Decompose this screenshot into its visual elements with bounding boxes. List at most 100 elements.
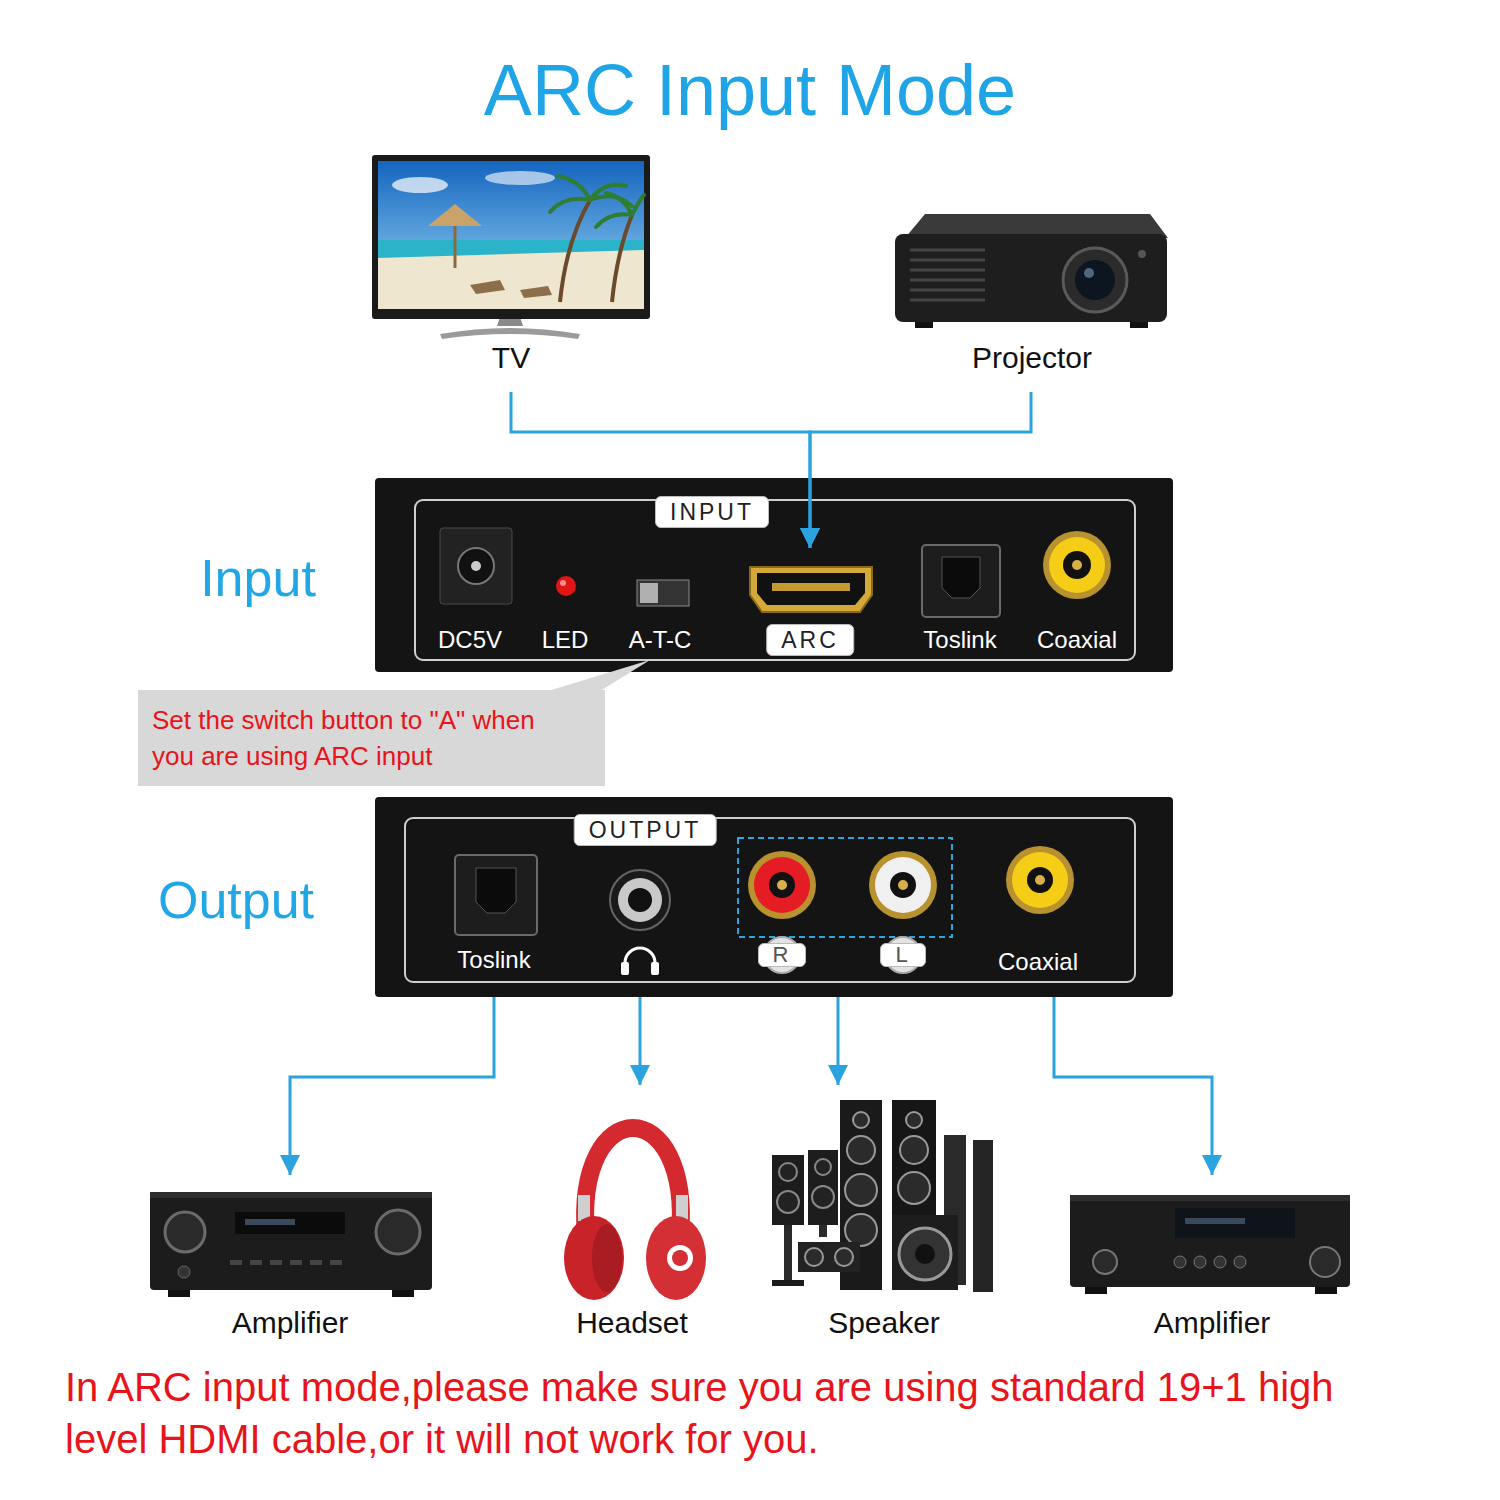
input-panel-body (750, 567, 872, 612)
tv-picture (440, 328, 580, 339)
speaker-picture (845, 1174, 877, 1206)
output-panel-body (1006, 846, 1074, 914)
output-panel-body (898, 880, 908, 890)
input-panel-body (1043, 531, 1111, 599)
node-label: Set the switch button to "A" when you ar… (152, 702, 565, 774)
input-panel-body (637, 580, 689, 606)
tv-picture (596, 214, 632, 227)
input-panel-body (440, 528, 512, 604)
signal-arrow (1054, 997, 1212, 1175)
speaker-picture (798, 1242, 860, 1272)
port-label: Coaxial (998, 948, 1078, 977)
switch-label: A-T-C (629, 626, 692, 655)
amplifier-picture (168, 1290, 190, 1297)
speaker-device: Speaker (765, 1085, 1005, 1345)
input-panel-body (922, 545, 1000, 617)
input-panel-body (772, 583, 850, 591)
projector-picture (895, 234, 1167, 322)
panel-tab: OUTPUT (574, 814, 717, 846)
port-label: LED (542, 626, 589, 655)
amplifier-picture (1070, 1195, 1350, 1294)
output-panel-body (476, 868, 516, 913)
node-label: TV (492, 340, 530, 376)
speaker-picture (772, 1280, 804, 1286)
tv-picture (632, 195, 644, 215)
input-panel-body (458, 548, 494, 584)
speaker-picture (847, 1136, 875, 1164)
amplifier-picture (1070, 1195, 1350, 1287)
tv-picture (520, 286, 552, 298)
tv-picture (550, 199, 590, 212)
speaker-picture (898, 1172, 930, 1204)
projector-device: Projector (890, 210, 1172, 392)
node-label: Amplifier (1154, 1305, 1271, 1341)
headset-picture (672, 1250, 688, 1266)
projector-picture (1084, 268, 1094, 278)
output-panel-body (610, 870, 670, 930)
speaker-picture (906, 1112, 922, 1128)
node-label: ARC (766, 624, 854, 656)
input-panel-body (1049, 537, 1105, 593)
output-panel-body (1035, 875, 1045, 885)
signal-arrow (290, 997, 494, 1175)
amplifier-picture (1315, 1287, 1337, 1294)
output-panel-body (890, 872, 916, 898)
output-panel-body (651, 962, 659, 975)
input-panel-body (415, 500, 1135, 660)
amplifier-picture (1070, 1195, 1350, 1201)
projector-picture (910, 279, 985, 282)
signal-arrow (511, 392, 810, 548)
output-panel-body (777, 880, 787, 890)
amplifier-picture (376, 1210, 420, 1254)
amplifier-picture (250, 1260, 262, 1265)
projector-picture (1138, 250, 1146, 258)
amplifier-picture (178, 1266, 190, 1278)
speaker-picture (899, 1228, 951, 1280)
projector-picture (910, 299, 985, 302)
tv-picture (558, 176, 590, 200)
projector-picture (1075, 260, 1115, 300)
speaker-picture (812, 1186, 834, 1208)
projector-picture (910, 269, 985, 272)
headset-picture (564, 1128, 706, 1300)
tv-picture (378, 250, 644, 309)
headset-picture (564, 1216, 624, 1300)
channel-badge: R (763, 936, 801, 974)
amplifier-picture (270, 1260, 282, 1265)
panel-tab: INPUT (655, 496, 769, 528)
port-label: Toslink (923, 626, 996, 655)
speaker-picture (772, 1100, 993, 1292)
input-panel-body (1063, 551, 1091, 579)
output-panel-body (455, 855, 537, 935)
amplifier-picture (230, 1260, 242, 1265)
speaker-picture (900, 1136, 928, 1164)
output-panel-body (621, 962, 629, 975)
node-label: Amplifier (232, 1305, 349, 1341)
headset-picture (646, 1216, 706, 1300)
tv-picture (372, 155, 650, 339)
output-panel-body (625, 948, 655, 969)
tv-picture (372, 155, 650, 319)
input-panel-body (942, 557, 980, 598)
projector-picture (910, 249, 985, 252)
amplifier-picture (330, 1260, 342, 1265)
amplifier-device: Amplifier (148, 1175, 432, 1345)
speaker-picture (784, 1225, 792, 1280)
node-label: Headset (576, 1305, 688, 1341)
amplifier-picture (1175, 1208, 1295, 1238)
output-panel-body (375, 797, 1173, 997)
output-panel-body (748, 851, 816, 919)
side-label: Input (200, 547, 316, 609)
signal-arrow (837, 997, 840, 1085)
node-label: Speaker (828, 1305, 940, 1341)
input-panel-body (1072, 560, 1082, 570)
amplifier-picture (235, 1212, 345, 1234)
output-panel-body (875, 857, 931, 913)
output-panel-body (738, 838, 952, 937)
speaker-picture (819, 1225, 827, 1237)
input-panel-body (375, 478, 1173, 672)
amplifier-picture (1174, 1256, 1186, 1268)
amplifier-picture (1310, 1247, 1340, 1277)
amplifier-picture (150, 1192, 432, 1198)
signal-arrow (810, 392, 1031, 548)
